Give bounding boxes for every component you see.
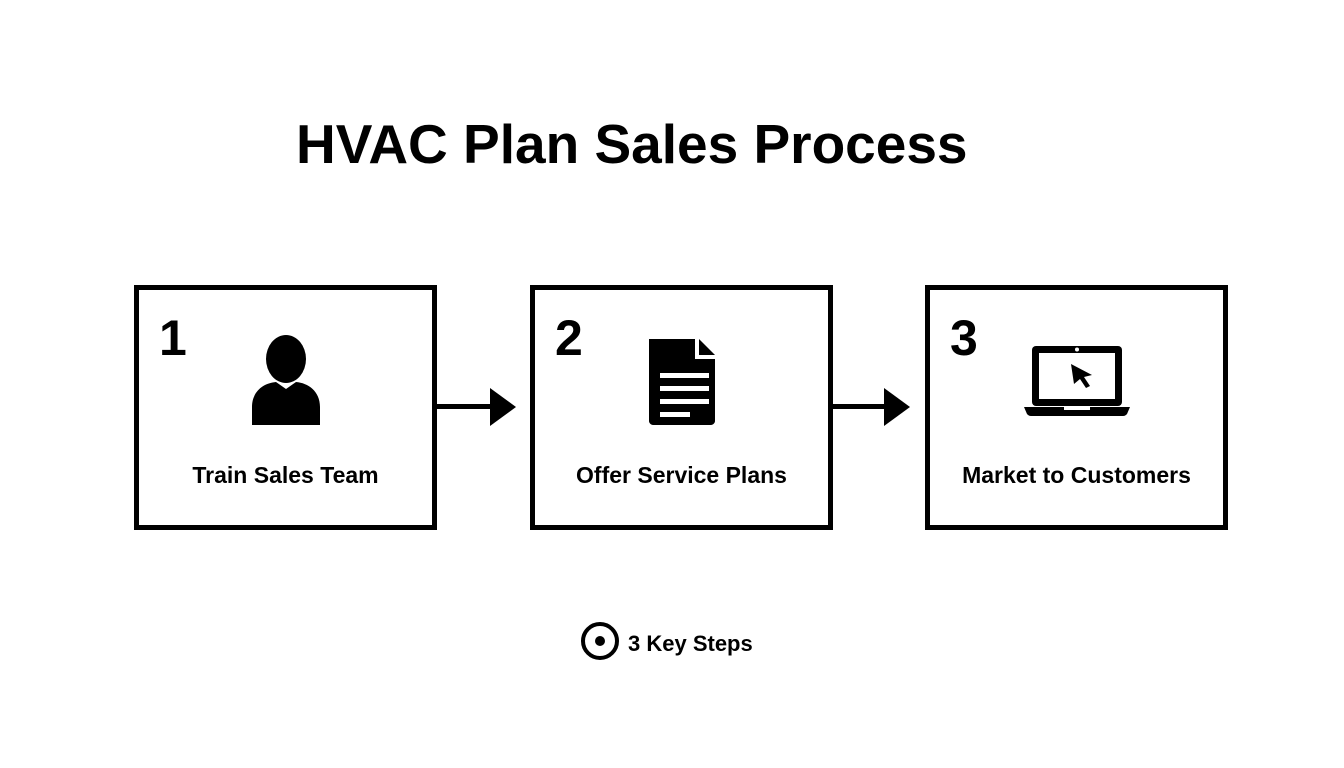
- step-label: Train Sales Team: [192, 462, 379, 488]
- step-number: 2: [555, 310, 583, 366]
- step-box-2: 2 Offer Service Plans: [530, 285, 833, 530]
- footer-summary: 3 Key Steps: [580, 621, 753, 666]
- step-label: Market to Customers: [962, 462, 1191, 488]
- step-number: 1: [159, 310, 187, 366]
- document-icon: [645, 335, 719, 432]
- arrow-right-icon: [436, 386, 516, 433]
- step-box-3: 3 Market to Customers: [925, 285, 1228, 530]
- target-icon: [580, 621, 620, 666]
- arrow-right-icon: [830, 386, 910, 433]
- person-icon: [248, 335, 324, 432]
- step-box-1: 1 Train Sales Team: [134, 285, 437, 530]
- step-number: 3: [950, 310, 978, 366]
- footer-label: 3 Key Steps: [628, 630, 753, 656]
- step-label: Offer Service Plans: [576, 462, 787, 488]
- laptop-cursor-icon: [1023, 342, 1130, 423]
- diagram-title: HVAC Plan Sales Process: [296, 113, 968, 175]
